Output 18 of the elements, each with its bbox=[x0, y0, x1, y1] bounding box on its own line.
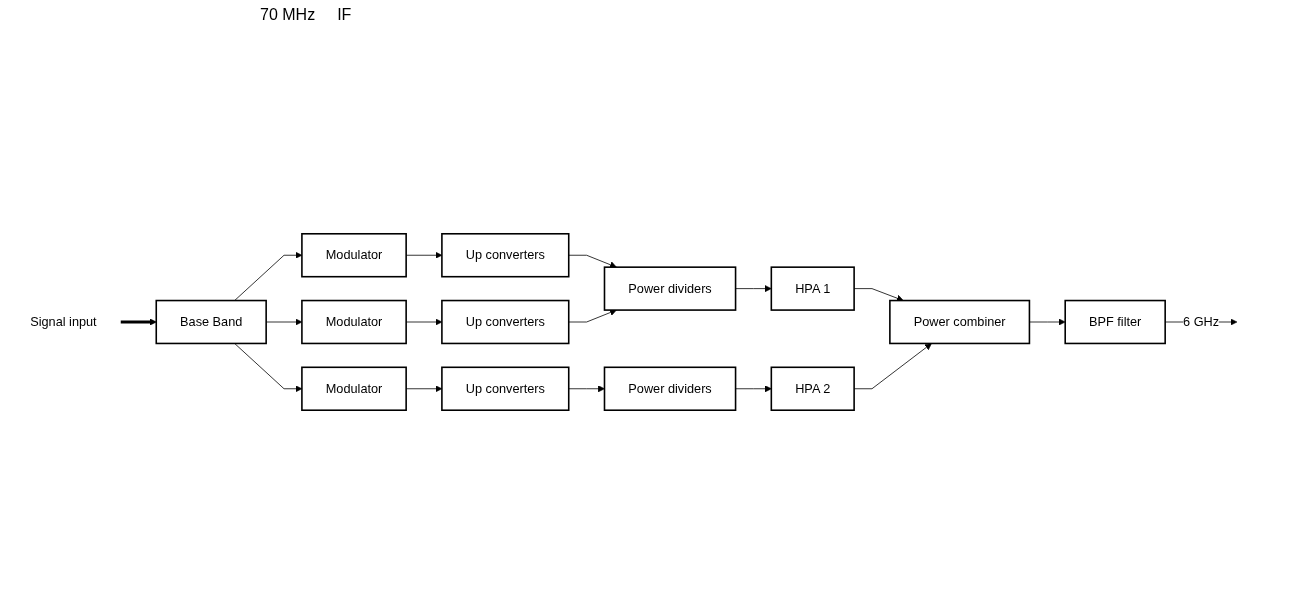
frequency-label: IF bbox=[337, 6, 352, 23]
arrow bbox=[120, 318, 157, 326]
node-box: Modulator bbox=[301, 366, 407, 411]
edge-label: 6 GHz bbox=[1183, 314, 1220, 329]
node-box: Up converters bbox=[441, 366, 570, 411]
node-box: Up converters bbox=[441, 233, 570, 278]
node-box: HPA 2 bbox=[770, 366, 855, 411]
node-box: Power combiner bbox=[889, 299, 1031, 345]
frequency-label: 70 MHz bbox=[260, 6, 316, 23]
node-box: Modulator bbox=[301, 233, 407, 278]
node-box: Modulator bbox=[301, 299, 407, 345]
node-box: BPF filter bbox=[1064, 299, 1166, 345]
node-box: Power dividers bbox=[603, 266, 737, 311]
node-box: HPA 1 bbox=[770, 266, 855, 311]
node-box: Power dividers bbox=[603, 366, 737, 411]
node-box: Base Band bbox=[155, 299, 267, 345]
node-text: Signal input bbox=[30, 314, 97, 329]
node-box: Up converters bbox=[441, 299, 570, 345]
